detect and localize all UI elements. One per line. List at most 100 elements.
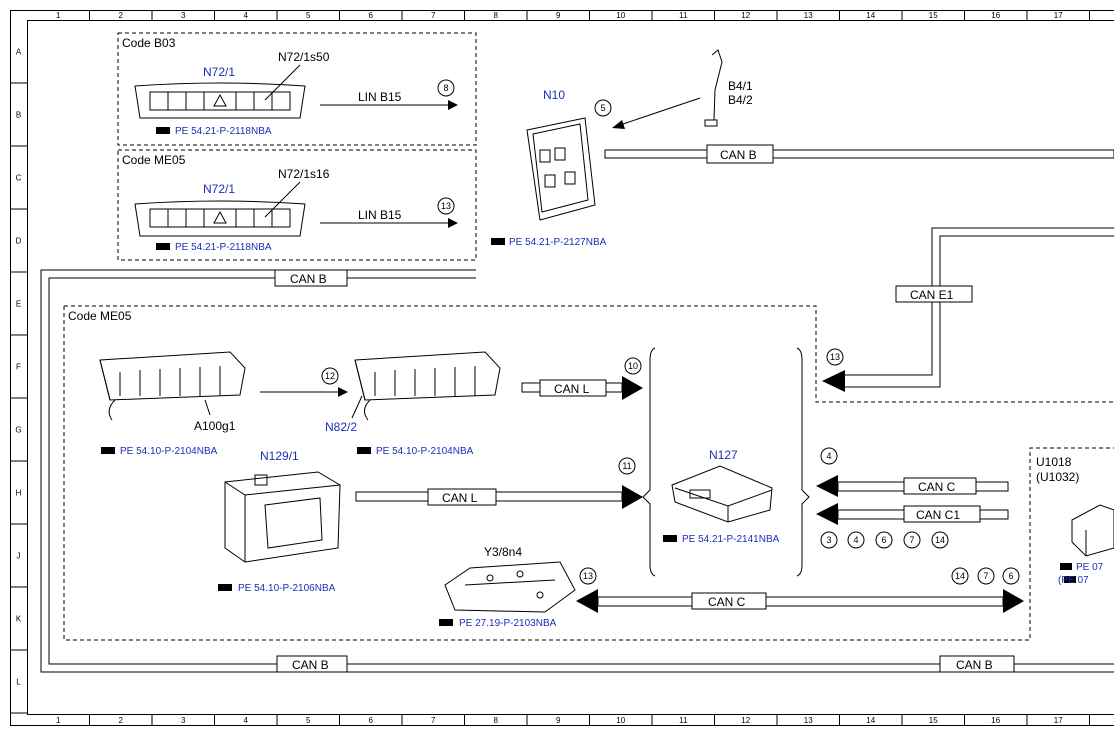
circle-14: 14: [931, 531, 949, 549]
label-a100g1: A100g1: [194, 419, 236, 433]
ref-icon-9: [1060, 563, 1072, 570]
module-n127[interactable]: [671, 465, 773, 523]
bus-canb-top-label: CAN B: [720, 148, 757, 162]
module-y3-8n4[interactable]: [444, 561, 576, 613]
svg-text:14: 14: [955, 571, 965, 581]
ref-8: PE 27.19-P-2103NBA: [459, 618, 557, 629]
label-y3-8n4: Y3/8n4: [484, 545, 522, 559]
bus-canb-bottom-label-2: CAN B: [956, 658, 993, 672]
circle-13-b: 13: [826, 348, 844, 366]
grid-col-label: 5: [306, 11, 311, 20]
grid-col-label: 10: [616, 716, 625, 725]
circle-6: 6: [875, 531, 893, 549]
bus-canb-left-label: CAN B: [290, 272, 327, 286]
label-n129-1: N129/1: [260, 449, 299, 463]
grid-col-label: 15: [929, 11, 938, 20]
grid-col-label: 5: [306, 716, 311, 725]
label-b4-2: B4/2: [728, 93, 753, 107]
bus-canl-1-label-box: [539, 379, 607, 397]
module-n10[interactable]: [526, 117, 596, 221]
arrowhead-b4: [612, 120, 625, 129]
svg-text:4: 4: [826, 451, 831, 461]
battery-n82-2[interactable]: [354, 351, 501, 421]
connector-u1018[interactable]: [1071, 504, 1114, 557]
svg-text:13: 13: [583, 571, 593, 581]
label-n82-2: N82/2: [325, 420, 357, 434]
grid-col-label: 4: [244, 11, 249, 20]
grid-col-label: 4: [244, 716, 249, 725]
grid-col-label: 8: [494, 716, 499, 725]
ref-icon-7: [663, 535, 677, 542]
grid-col-label: 1: [56, 11, 61, 20]
ref-10: (PE 07: [1058, 575, 1089, 586]
grid-col-label: 6: [369, 716, 374, 725]
grid-col-label: 3: [181, 11, 186, 20]
lin-arrowhead-2: [448, 218, 458, 228]
lin-label-1: LIN B15: [358, 90, 402, 104]
bus-canb-left-inner: [48, 277, 1114, 665]
svg-text:7: 7: [983, 571, 988, 581]
grid-row-label: C: [16, 174, 22, 183]
bus-canb-left-label-box: [274, 269, 348, 287]
ref-icon-6: [218, 584, 232, 591]
grid-row-label: H: [16, 489, 22, 498]
brace-left-n127: [642, 347, 656, 577]
group-label-me05-top: Code ME05: [122, 153, 186, 167]
grid-col-label: 6: [369, 11, 374, 20]
grid-row-label: L: [16, 678, 21, 687]
bus-cane1-inner: [845, 235, 1114, 388]
svg-text:12: 12: [325, 371, 335, 381]
svg-text:14: 14: [935, 535, 945, 545]
circle-7: 7: [903, 531, 921, 549]
module-n129-1[interactable]: [224, 471, 341, 563]
svg-text:6: 6: [1008, 571, 1013, 581]
grid-col-label: 2: [119, 716, 124, 725]
grid-col-label: 7: [431, 716, 436, 725]
grid-col-label: 11: [679, 11, 688, 20]
label-n72-1s50: N72/1s50: [278, 50, 330, 64]
svg-text:3: 3: [826, 535, 831, 545]
switch-panel-n72-1-b[interactable]: [134, 200, 306, 237]
ref-icon-5: [357, 447, 371, 454]
ref-4: PE 54.10-P-2104NBA: [120, 446, 218, 457]
grid-col-label: 1: [56, 716, 61, 725]
battery-a100g1[interactable]: [99, 351, 246, 421]
sensor-b4[interactable]: [704, 49, 723, 127]
group-label-me05-main: Code ME05: [68, 309, 132, 323]
leader-n72-1s50: [264, 64, 301, 101]
grid-col-label: 9: [556, 716, 561, 725]
ref-icon-1: [156, 127, 170, 134]
bus-canb-bottom-label-box-1: [276, 655, 348, 673]
grid-col-label: 2: [119, 11, 124, 20]
ref-icon-8: [439, 619, 453, 626]
label-u1018: U1018: [1036, 455, 1072, 469]
bus-cane1-label: CAN E1: [910, 288, 954, 302]
grid-col-label: 13: [804, 716, 813, 725]
circle-14-b: 14: [951, 567, 969, 585]
label-u1032: (U1032): [1036, 470, 1079, 484]
ref-icon-4: [101, 447, 115, 454]
ref-5: PE 54.10-P-2104NBA: [376, 446, 474, 457]
lin-label-2: LIN B15: [358, 208, 402, 222]
bus-canc1-label-box: [903, 505, 981, 523]
svg-text:11: 11: [622, 461, 631, 471]
bus-canb-bottom-label-1: CAN B: [292, 658, 329, 672]
grid-row-label: K: [16, 615, 22, 624]
bus-canc-bottom: [597, 596, 1004, 607]
grid-col-label: 17: [1054, 716, 1063, 725]
ref-7: PE 54.21-P-2141NBA: [682, 534, 780, 545]
ref-icon-2: [156, 243, 170, 250]
grid-col-label: 13: [804, 11, 813, 20]
switch-panel-n72-1-a[interactable]: [134, 82, 306, 119]
leader-n72-1s16: [264, 181, 301, 218]
grid-col-label: 16: [991, 11, 1000, 20]
grid-col-label: 12: [741, 716, 750, 725]
arrowhead-canc-bottom-left: [576, 589, 598, 613]
bus-canl-2-label: CAN L: [442, 491, 478, 505]
arrowhead-canc-bottom-right: [1003, 589, 1024, 613]
grid-col-label: 9: [556, 11, 561, 20]
leader-n82-2: [351, 395, 363, 419]
circle-13-c: 13: [579, 567, 597, 585]
ref-1: PE 54.21-P-2118NBA: [175, 126, 272, 137]
lin-arrowhead-1: [448, 100, 458, 110]
